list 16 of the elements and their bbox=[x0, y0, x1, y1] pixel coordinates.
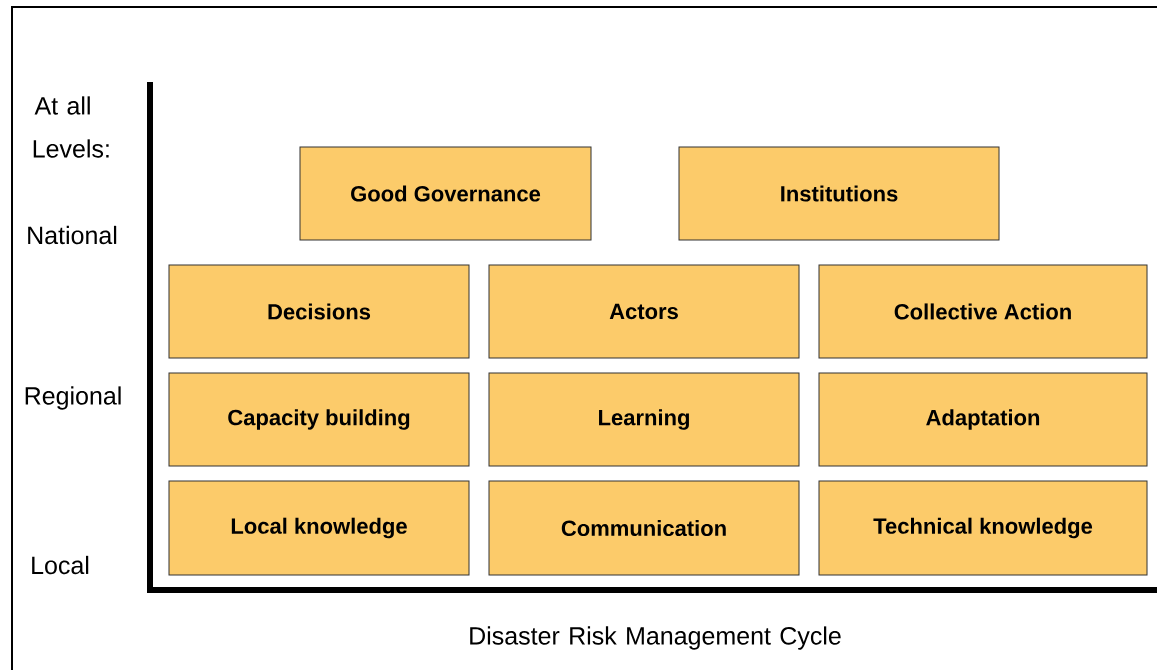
concept-box: Institutions bbox=[678, 146, 1000, 241]
concept-box: Actors bbox=[488, 264, 800, 359]
concept-box: Collective Action bbox=[818, 264, 1148, 359]
concept-box: Local knowledge bbox=[168, 480, 470, 576]
axis-title: Disaster Risk Management Cycle bbox=[470, 626, 841, 650]
concept-box: Decisions bbox=[168, 264, 470, 359]
level-label: National bbox=[28, 225, 117, 245]
concept-box: Technical knowledge bbox=[818, 480, 1148, 576]
level-label: Local bbox=[32, 555, 89, 575]
label-text: At all Levels: bbox=[33, 96, 109, 158]
concept-box: Communication bbox=[488, 480, 800, 576]
concept-box: Learning bbox=[488, 372, 800, 467]
level-label: Regional bbox=[25, 386, 121, 410]
concept-box: Good Governance bbox=[299, 146, 592, 241]
concept-box: Adaptation bbox=[818, 372, 1148, 467]
concept-box: Capacity building bbox=[168, 372, 470, 467]
